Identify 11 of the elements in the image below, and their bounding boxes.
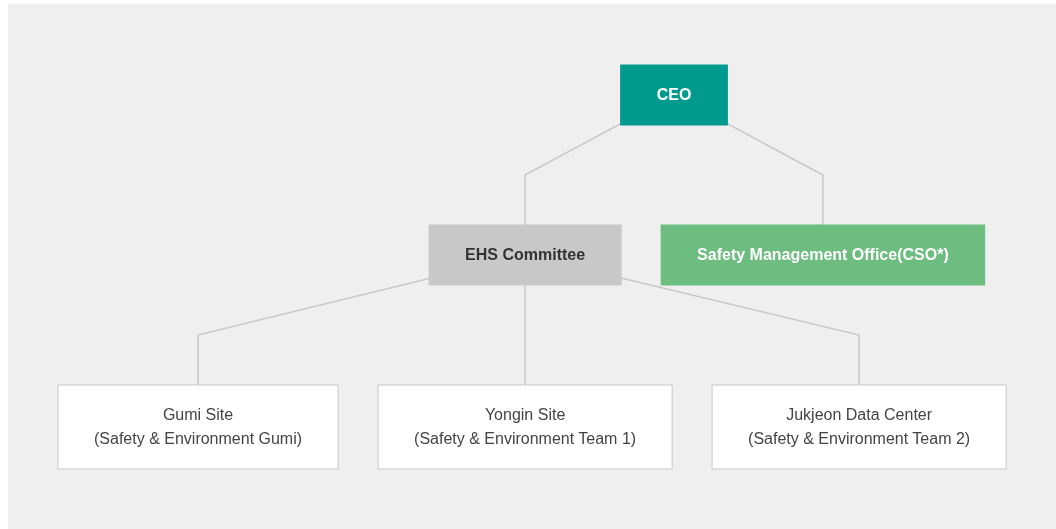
node-box: Yongin Site (Safety & Environment Team 1) [377, 384, 673, 469]
connector [197, 277, 430, 386]
node-box: Safety Management Office(CSO*) [660, 224, 986, 285]
node-box: EHS Committee [428, 224, 622, 285]
connector [620, 276, 860, 386]
connector [524, 122, 622, 226]
connector [524, 283, 526, 386]
node-box: Jukjeon Data Center (Safety & Environment Team 2) [711, 384, 1007, 469]
node-box: Gumi Site (Safety & Environment Gumi) [57, 384, 339, 469]
node-box: CEO [620, 64, 728, 125]
connector [726, 122, 824, 226]
